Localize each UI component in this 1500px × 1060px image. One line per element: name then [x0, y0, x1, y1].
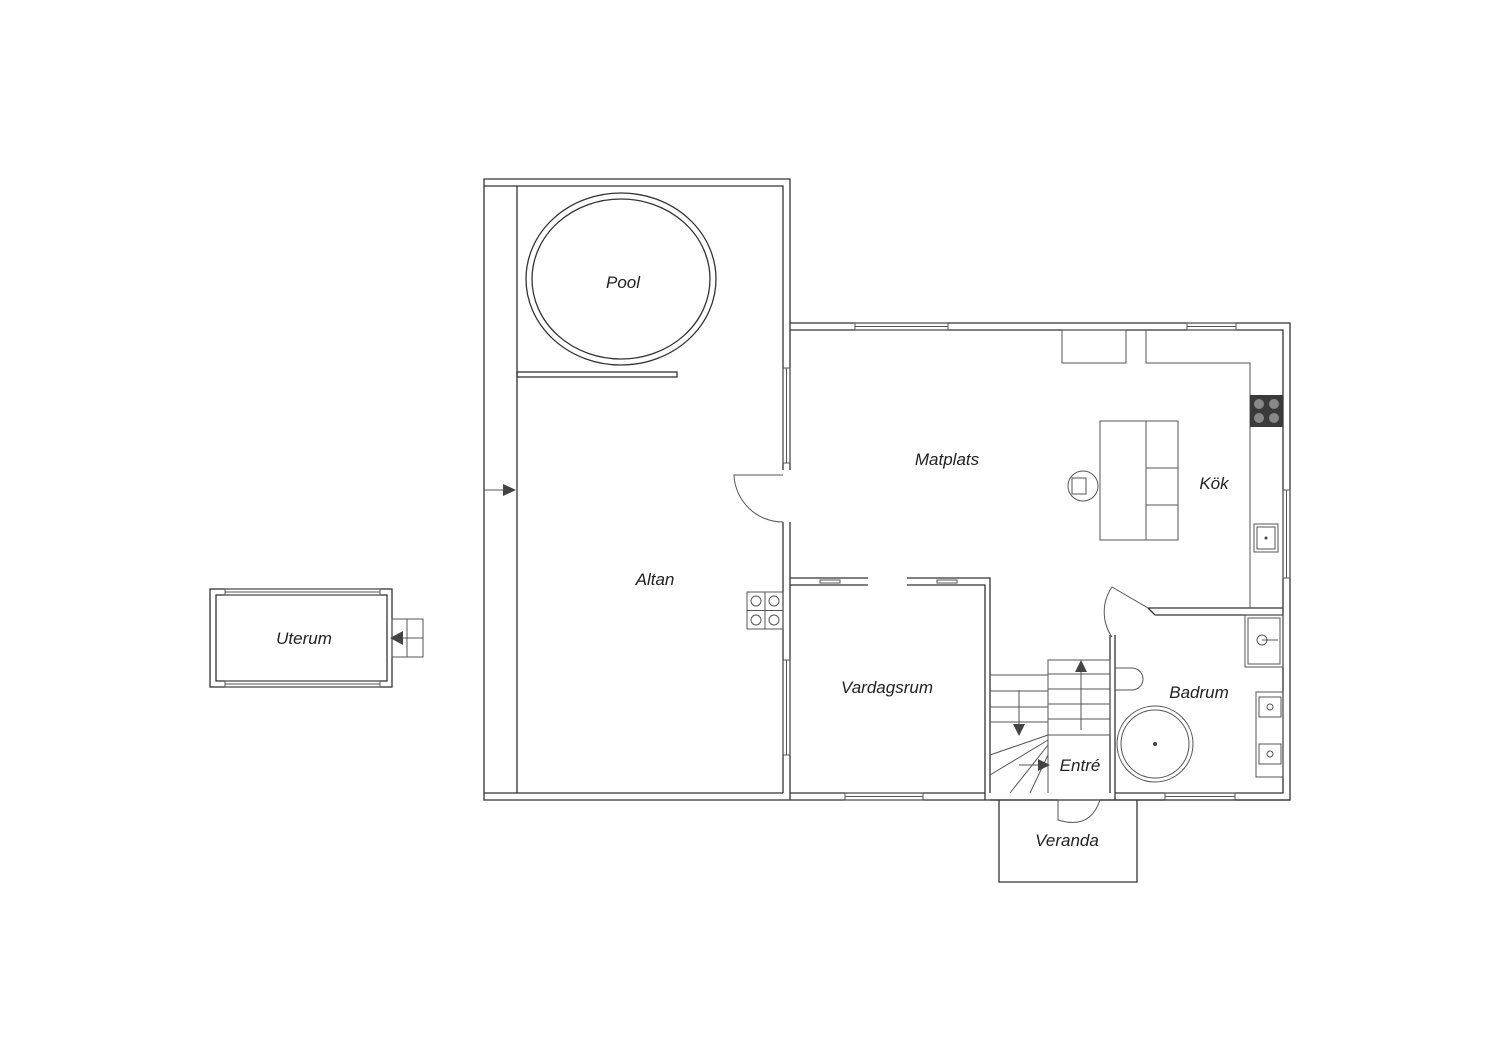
staircase — [989, 659, 1111, 794]
room-label-veranda: Veranda — [1035, 831, 1099, 850]
room-labels: Pool Altan Uterum Matplats Kök Vardagsru… — [276, 273, 1230, 850]
doors — [733, 474, 1149, 823]
room-label-kok: Kök — [1199, 474, 1230, 493]
room-label-altan: Altan — [635, 570, 675, 589]
altan-walls — [483, 178, 791, 801]
windows — [782, 322, 1291, 801]
altan-entry-arrow — [484, 484, 516, 496]
stove-icon — [1250, 395, 1283, 427]
room-label-uterum: Uterum — [276, 629, 332, 648]
kitchen-counters — [1061, 329, 1251, 608]
uterum-building — [209, 588, 424, 688]
room-label-matplats: Matplats — [915, 450, 980, 469]
interior-walls — [790, 577, 1283, 883]
bathroom-fixtures — [1115, 614, 1284, 783]
grill-icon — [746, 591, 784, 630]
room-label-badrum: Badrum — [1169, 683, 1229, 702]
pool-basin — [525, 192, 717, 366]
bar-stool-icon — [1067, 470, 1099, 502]
room-label-pool: Pool — [606, 273, 641, 292]
house-walls — [789, 322, 1291, 801]
room-label-entre: Entré — [1060, 756, 1101, 775]
kitchen-sink-icon — [1253, 523, 1279, 553]
room-label-vardagsrum: Vardagsrum — [841, 678, 933, 697]
